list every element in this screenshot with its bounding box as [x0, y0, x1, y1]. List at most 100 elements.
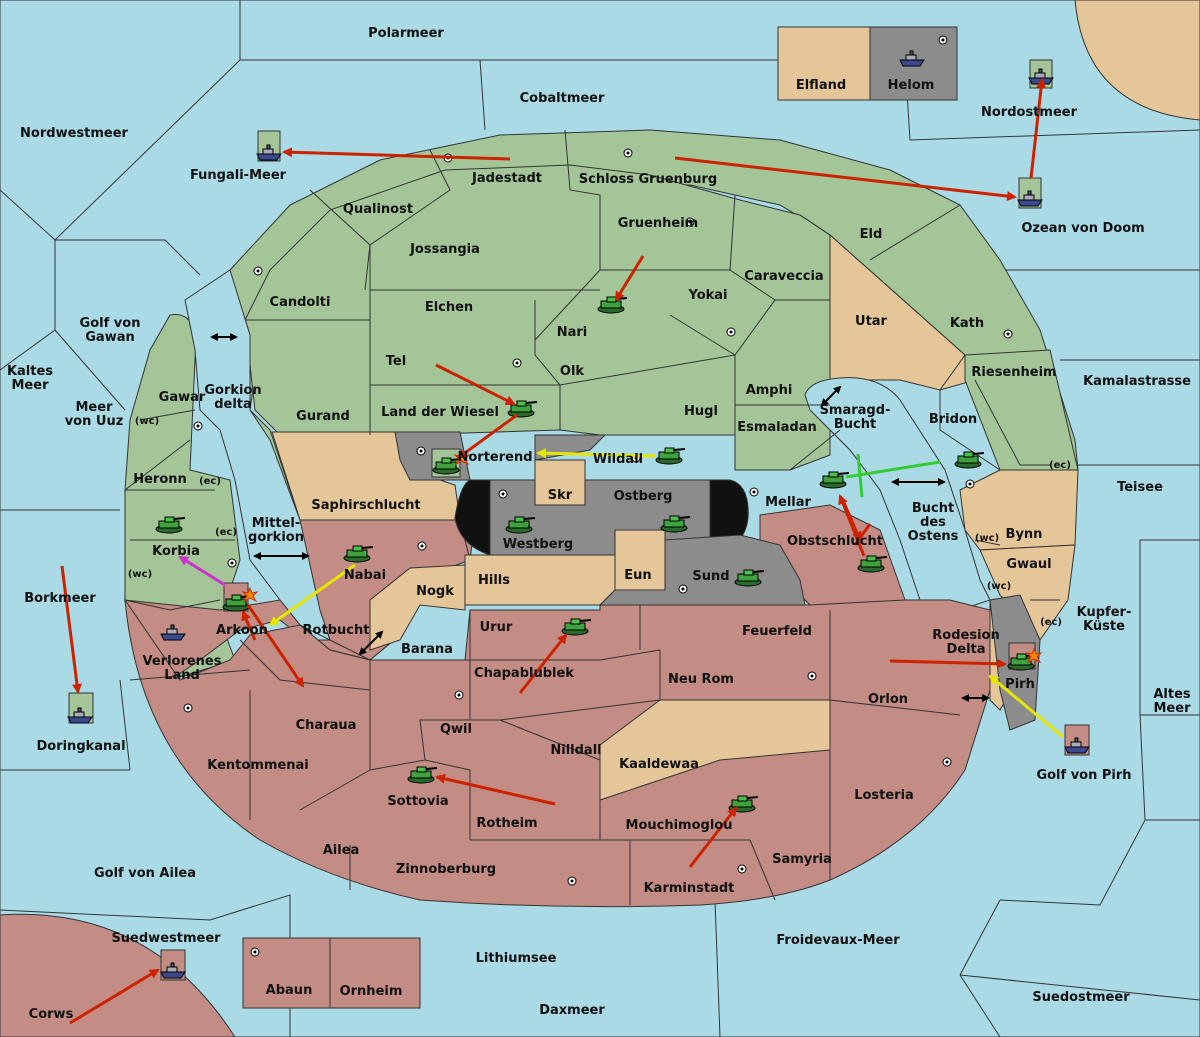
region-label: Caraveccia: [744, 269, 823, 284]
supply-center-icon: [1003, 329, 1013, 339]
coast-tag: (ec): [1049, 460, 1071, 471]
region-corws[interactable]: [0, 913, 236, 1037]
region-label: Mouchimoglou: [626, 818, 733, 833]
region-label: Corws: [29, 1007, 74, 1022]
sea-label: Doringkanal: [36, 739, 125, 754]
region-label: Riesenheim: [971, 365, 1056, 380]
region-label: Charaua: [296, 718, 357, 733]
region-label: Sund: [692, 569, 729, 584]
region-label: Ailea: [323, 843, 360, 858]
supply-center-icon: [965, 479, 975, 489]
coast-tag: (wc): [135, 416, 159, 427]
region-label: Nogk: [416, 584, 454, 599]
region-label: Skr: [548, 488, 573, 503]
region-label: Tel: [386, 354, 406, 369]
region-conno[interactable]: [1074, 0, 1200, 121]
supply-center-icon: [512, 358, 522, 368]
sea-label: Kupfer-Küste: [1077, 605, 1132, 634]
region-gwaul[interactable]: [979, 544, 1076, 641]
sea-label: Polarmeer: [368, 26, 444, 41]
fleet-units: [67, 50, 1090, 981]
region-label: Bynn: [1006, 527, 1043, 542]
region-label: Helom: [888, 78, 935, 93]
coast-tag: (ec): [199, 476, 221, 487]
supply-center-icon: [250, 947, 260, 957]
region-label: Schloss Gruenburg: [579, 172, 717, 187]
sea-label: Golf von Pirh: [1036, 768, 1131, 783]
sea-label: Froidevaux-Meer: [776, 933, 900, 948]
region-label: Arkoon: [216, 623, 268, 638]
region-label: Esmaladan: [737, 420, 817, 435]
supply-center-icon: [253, 266, 263, 276]
supply-center-icon: [942, 757, 952, 767]
region-skr[interactable]: [534, 459, 586, 506]
supply-center-icon: [623, 148, 633, 158]
region-label: Jossangia: [409, 242, 480, 257]
region-label: Yokai: [687, 288, 727, 303]
region-label: Candolti: [270, 295, 331, 310]
region-label: Nilldall: [550, 743, 601, 758]
region-label: Olk: [560, 364, 585, 379]
region-label: Losteria: [854, 788, 914, 803]
region-label: Urur: [480, 620, 513, 635]
supply-center-icon: [726, 327, 736, 337]
region-label: Land der Wiesel: [381, 405, 499, 420]
army-units: [155, 296, 1042, 813]
border-lines: [124, 129, 1060, 905]
region-label: Hugl: [684, 404, 718, 419]
coast-tag: (wc): [987, 581, 1011, 592]
supply-center-icon: [454, 690, 464, 700]
region-label: Sottovia: [387, 794, 448, 809]
north-land-layer: [124, 129, 1079, 681]
region-label: Amphi: [746, 383, 793, 398]
supply-center-icon: [749, 487, 759, 497]
region-label: Elfland: [796, 78, 846, 93]
region-label: Neu Rom: [668, 672, 734, 687]
region-label: Ostberg: [614, 489, 673, 504]
region-label: Zinnoberburg: [396, 862, 496, 877]
sea-label: Lithiumsee: [476, 951, 557, 966]
sea-label: Smaragd-Bucht: [820, 403, 891, 432]
sea-label: Nordwestmeer: [20, 126, 128, 141]
region-label: Qualinost: [343, 202, 413, 217]
supply-center-icon: [567, 876, 577, 886]
supply-center-icon: [416, 446, 426, 456]
region-west-strip[interactable]: [124, 314, 241, 681]
region-label: Korbia: [152, 544, 200, 559]
region-sund[interactable]: [598, 534, 806, 606]
region-label: Orlon: [868, 692, 908, 707]
labels: Polarmeer Cobaltmeer Nordwestmeer Fungal…: [7, 26, 1191, 1022]
region-label: Kentommenai: [207, 758, 308, 773]
region-label: Nari: [557, 325, 588, 340]
supply-center-icon: [678, 584, 688, 594]
region-label: Eld: [860, 227, 883, 242]
region-label: Jadestadt: [471, 171, 542, 186]
region-label: Abaun: [266, 983, 313, 998]
region-label: Utar: [855, 314, 888, 329]
sea-label: Teisee: [1117, 480, 1163, 495]
sea-label: Kamalastrasse: [1083, 374, 1191, 389]
region-ornheim[interactable]: [329, 937, 421, 1009]
supply-center-icon: [417, 541, 427, 551]
supply-center-icon: [737, 864, 747, 874]
sea-label: Mittel-gorkion: [248, 516, 304, 545]
region-label: Gwaul: [1006, 557, 1051, 572]
region-label: Gruenheim: [618, 216, 698, 231]
supply-center-icon: [183, 703, 193, 713]
region-label: Pirh: [1005, 677, 1035, 692]
region-label: Kath: [950, 316, 984, 331]
coast-tag: (wc): [975, 533, 999, 544]
region-label: Wildall: [593, 452, 643, 467]
region-label: Westberg: [503, 537, 573, 552]
region-label: Heronn: [133, 472, 187, 487]
region-label: Eun: [624, 568, 651, 583]
supply-center-icon: [498, 489, 508, 499]
coast-tag: (wc): [128, 569, 152, 580]
region-label: Saphirschlucht: [311, 498, 420, 513]
region-label: Obstschlucht: [787, 534, 883, 549]
